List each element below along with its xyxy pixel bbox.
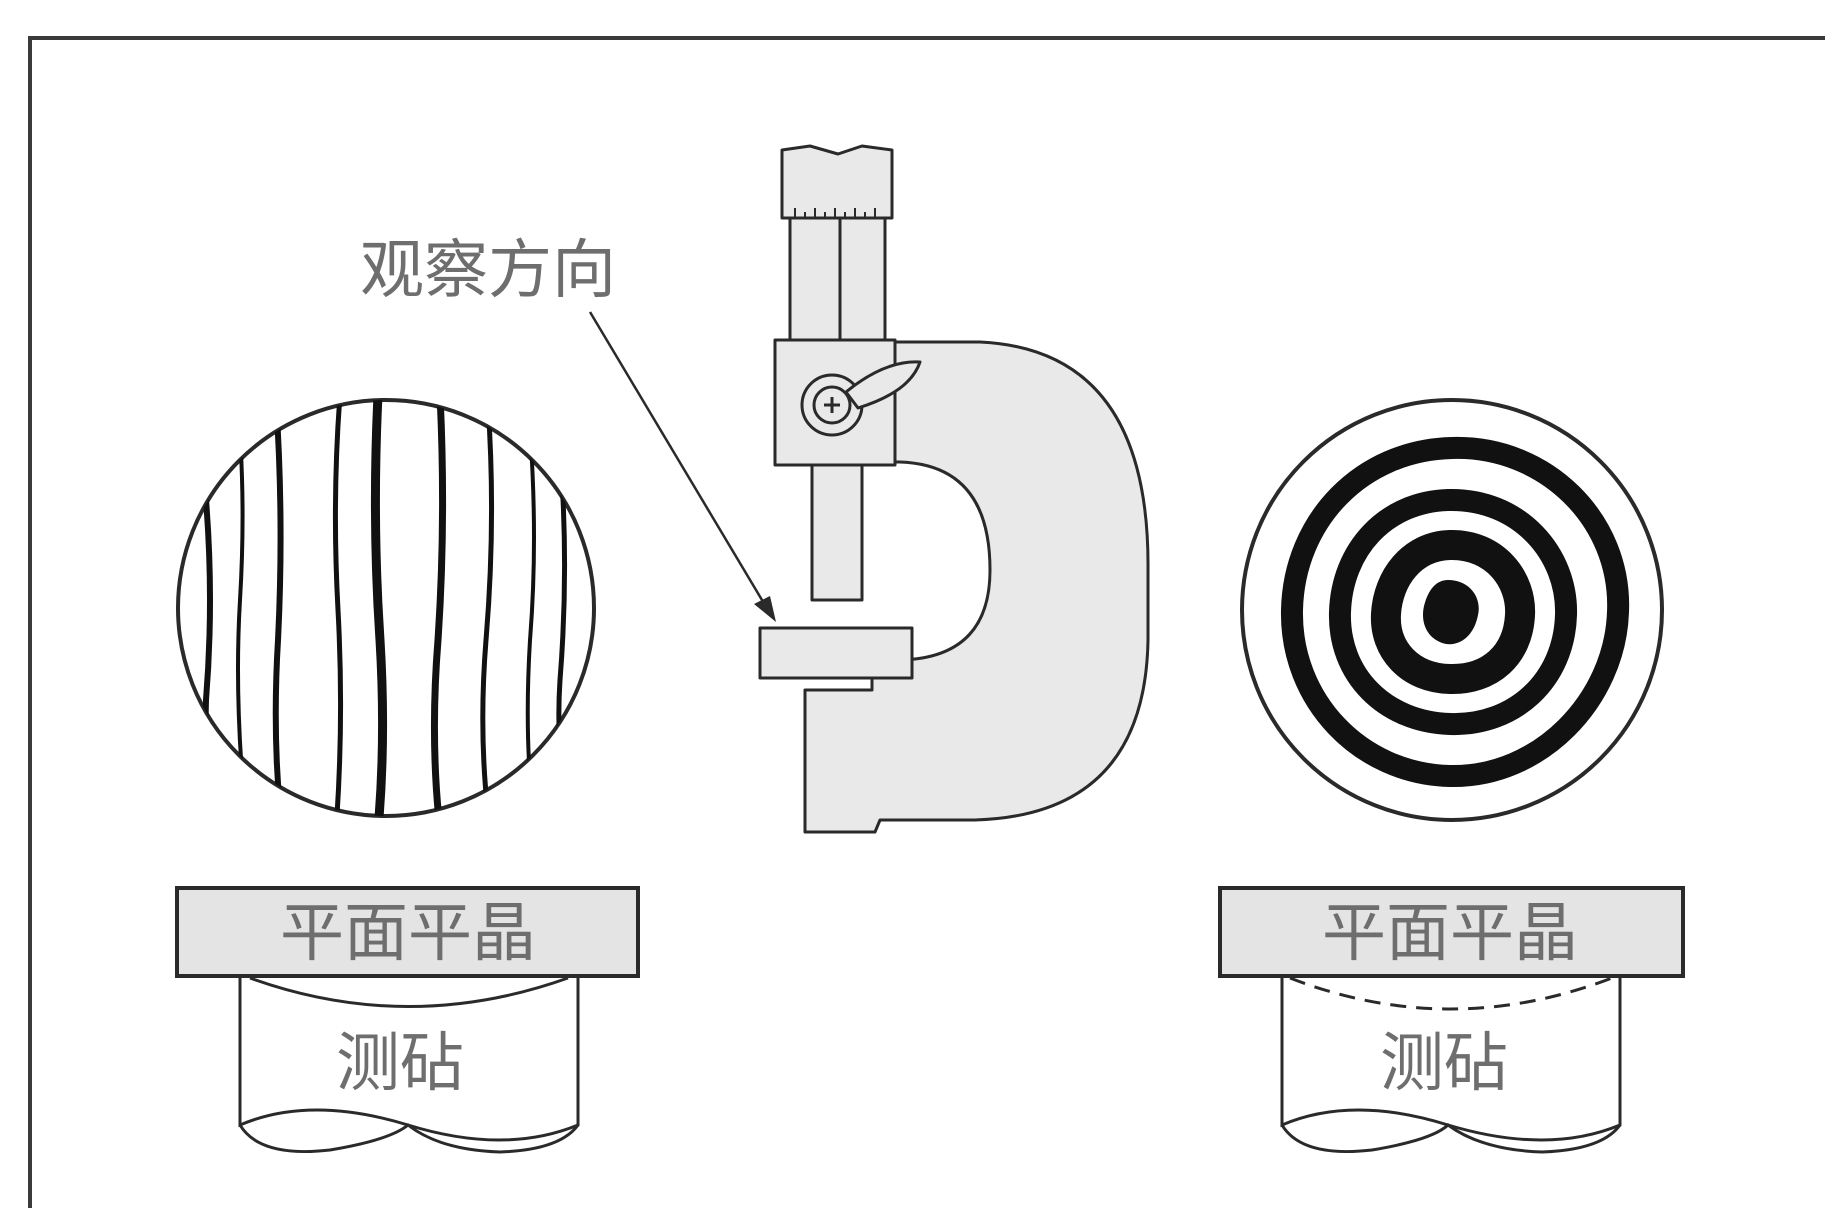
right-flat-assembly: 平面平晶 测砧	[1218, 886, 1685, 1154]
fringe-line	[370, 400, 388, 816]
fringe-ring	[1280, 436, 1630, 788]
figure-frame	[28, 36, 1825, 1208]
thimble	[780, 144, 894, 220]
fringe-line	[480, 402, 495, 816]
left-fringe-view	[176, 398, 596, 818]
fringe-line	[430, 400, 447, 816]
thimble-graduations	[794, 208, 876, 218]
fringe-ring	[1328, 488, 1578, 736]
left-anvil-convex-face	[249, 976, 569, 1008]
fringe-ring	[1370, 530, 1536, 694]
left-anvil-bottom-ellipse	[238, 1123, 580, 1154]
observation-arrow-line	[588, 311, 770, 611]
left-anvil-label: 测砧	[336, 1027, 464, 1101]
lock-cross	[824, 397, 840, 413]
micrometer-frame	[803, 340, 1150, 834]
right-anvil-label: 测砧	[1380, 1027, 1508, 1101]
left-flat-assembly: 平面平晶 测砧	[175, 886, 640, 1154]
sleeve	[788, 213, 887, 342]
right-optical-flat	[1218, 886, 1685, 978]
fringe-line	[332, 400, 344, 816]
fringe-line	[236, 408, 248, 816]
lock-lever	[844, 360, 922, 410]
observation-annotation: 观察方向	[360, 234, 776, 622]
right-fringe-view	[1240, 398, 1664, 822]
fringe-line	[272, 400, 285, 816]
left-flat-label: 平面平晶	[280, 897, 536, 971]
observation-arrowhead	[754, 596, 776, 622]
fringe-center-spot	[1422, 580, 1479, 645]
right-anvil-bottom-ellipse	[1280, 1123, 1622, 1154]
micrometer	[758, 144, 1150, 834]
spindle	[810, 458, 864, 602]
micrometer-optical-flat	[758, 626, 914, 680]
right-anvil-concave-face	[1289, 976, 1613, 1011]
left-optical-flat	[175, 886, 640, 978]
observation-direction-label: 观察方向	[360, 234, 616, 308]
right-flat-label: 平面平晶	[1322, 897, 1578, 971]
